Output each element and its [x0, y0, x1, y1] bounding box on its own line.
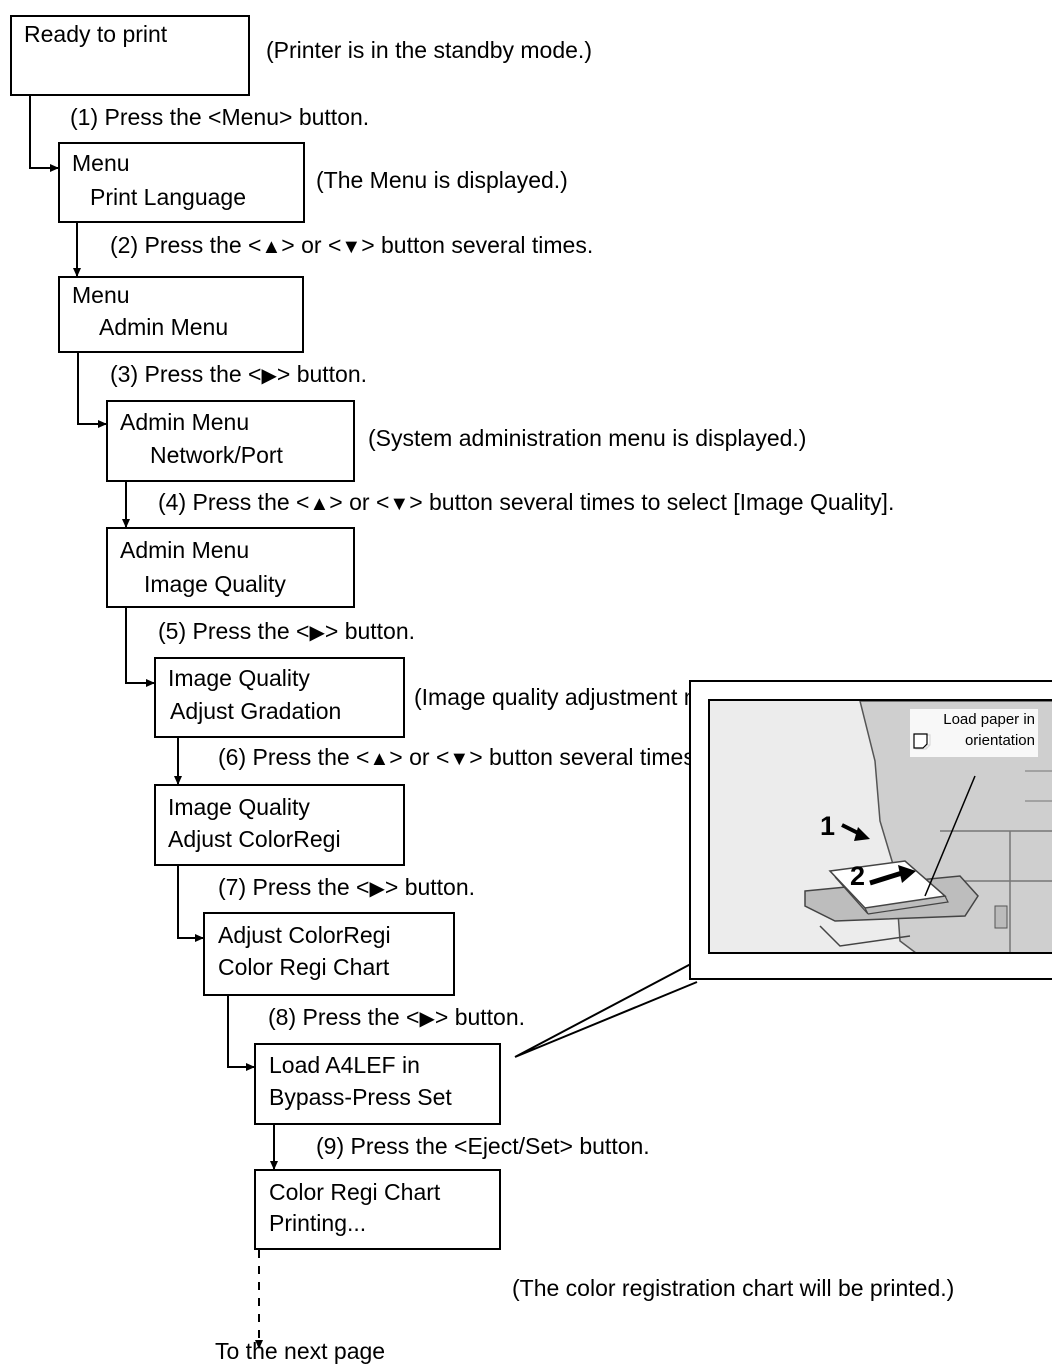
callout-note: Load paper in orientation [910, 709, 1035, 757]
screen-line2: Adjust Gradation [170, 698, 342, 724]
down-arrow-icon: ▼ [389, 493, 410, 515]
screen-load-a4lef: Load A4LEF in Bypass-Press Set [254, 1043, 501, 1125]
screen-line1: Color Regi Chart [269, 1179, 441, 1205]
step-1-text: (1) Press the <Menu> button. [70, 104, 370, 130]
note-chart-printed: (The color registration chart will be pr… [512, 1275, 955, 1301]
step-7: (7) Press the <▶> button. [218, 873, 475, 903]
screen-line2: Adjust ColorRegi [168, 826, 341, 852]
screen-menu-admin-menu: Menu Admin Menu [58, 276, 304, 353]
step-text: > button. [384, 874, 476, 900]
step-4: (4) Press the <▲> or <▼> button several … [158, 488, 894, 518]
up-arrow-icon: ▲ [261, 236, 282, 258]
down-arrow-icon: ▼ [449, 748, 470, 770]
right-arrow-icon: ▶ [419, 1008, 435, 1030]
step-text: > button several times. [361, 232, 594, 258]
connector-5 [125, 608, 155, 687]
screen-iq-adjust-gradation: Image Quality Adjust Gradation [154, 657, 405, 738]
screen-ready-line1: Ready to print [24, 21, 168, 47]
screen-line2: Image Quality [144, 571, 286, 597]
step-text: (8) Press the < [268, 1004, 420, 1030]
step-text: (2) Press the < [110, 232, 262, 258]
screen-line1: Load A4LEF in [269, 1052, 420, 1078]
screen-colorregi-chart: Adjust ColorRegi Color Regi Chart [203, 912, 455, 996]
screen-line1: Adjust ColorRegi [218, 922, 391, 948]
screen-line2: Bypass-Press Set [269, 1084, 452, 1110]
step-1: (1) Press the <Menu> button. [70, 103, 369, 131]
step-9: (9) Press the <Eject/Set> button. [316, 1132, 650, 1160]
step-text: > button. [324, 618, 416, 644]
step-6: (6) Press the <▲> or <▼> button several … [218, 743, 701, 773]
connector-7 [177, 866, 204, 942]
screen-line2: Color Regi Chart [218, 954, 390, 980]
connector-3 [77, 352, 107, 428]
step-text: (4) Press the < [158, 489, 310, 515]
screen-admin-network-port: Admin Menu Network/Port [106, 400, 355, 482]
step-text: > button several times. [469, 744, 702, 770]
screen-line2: Network/Port [150, 442, 283, 468]
step-2: (2) Press the <▲> or <▼> button several … [110, 231, 593, 261]
up-arrow-icon: ▲ [369, 748, 390, 770]
step-text: > button. [434, 1004, 526, 1030]
screen-ready: Ready to print [10, 15, 250, 96]
note-admin-displayed: (System administration menu is displayed… [368, 425, 807, 451]
right-arrow-icon: ▶ [261, 365, 277, 387]
callout-note-line2: orientation [964, 732, 1035, 749]
step-9-text: (9) Press the <Eject/Set> button. [316, 1133, 650, 1159]
screen-line1: Admin Menu [120, 409, 250, 435]
step-text: > or < [389, 744, 450, 770]
note-standby: (Printer is in the standby mode.) [266, 37, 592, 63]
step-text: (7) Press the < [218, 874, 370, 900]
right-arrow-icon: ▶ [369, 878, 385, 900]
down-arrow-icon: ▼ [341, 236, 362, 258]
screen-admin-image-quality: Admin Menu Image Quality [106, 527, 355, 608]
screen-line1: Admin Menu [120, 537, 250, 563]
step-8: (8) Press the <▶> button. [268, 1003, 525, 1033]
connector-8 [227, 996, 255, 1071]
note-menu-displayed: (The Menu is displayed.) [316, 167, 568, 193]
screen-line2: Admin Menu [99, 314, 229, 340]
step-label-1: 1 [820, 811, 836, 841]
step-text: > or < [281, 232, 342, 258]
step-label-2: 2 [850, 861, 866, 891]
right-arrow-icon: ▶ [309, 622, 325, 644]
connector-1 [29, 94, 59, 172]
printer-illustration [804, 701, 1052, 952]
step-3: (3) Press the <▶> button. [110, 360, 367, 390]
step-text: > or < [329, 489, 390, 515]
footer-next-page: To the next page [215, 1338, 386, 1364]
screen-line1: Image Quality [168, 665, 310, 691]
up-arrow-icon: ▲ [309, 493, 330, 515]
callout-note-line1: Load paper in [943, 711, 1035, 728]
screen-line2: Print Language [90, 184, 247, 210]
step-text: (5) Press the < [158, 618, 310, 644]
screen-iq-adjust-colorregi: Image Quality Adjust ColorRegi [154, 784, 405, 866]
screen-line2: Printing... [269, 1210, 367, 1236]
screen-line1: Image Quality [168, 794, 310, 820]
screen-menu-print-language: Menu Print Language [58, 142, 305, 223]
bypass-tray-illustration: Load paper in orientation 1 2 [708, 699, 1052, 954]
step-text: (6) Press the < [218, 744, 370, 770]
screen-chart-printing: Color Regi Chart Printing... [254, 1169, 501, 1250]
screen-line1: Menu [72, 150, 130, 176]
screen-line1: Menu [72, 282, 130, 308]
step-text: (3) Press the < [110, 361, 262, 387]
step-5: (5) Press the <▶> button. [158, 617, 415, 647]
step-text: > button. [276, 361, 368, 387]
step-text: > button several times to select [Image … [409, 489, 895, 515]
callout-pointer [514, 956, 705, 1058]
